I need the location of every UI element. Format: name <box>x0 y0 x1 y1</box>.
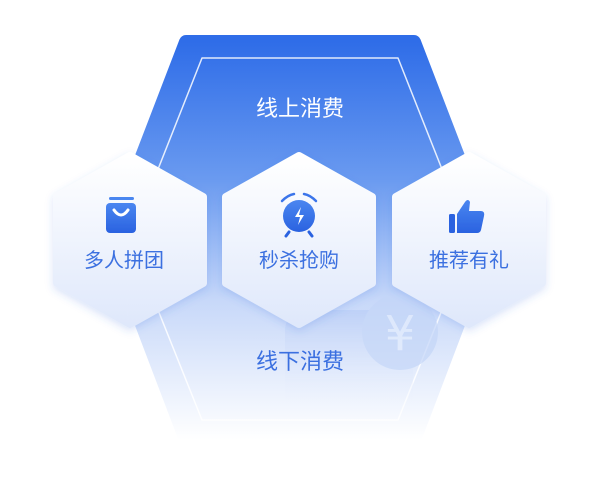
feature-flash-sale[interactable]: 秒杀抢购 <box>222 152 376 328</box>
feature-group-buy[interactable]: 多人拼团 <box>53 152 207 328</box>
feature-label: 秒杀抢购 <box>259 248 339 272</box>
feature-label: 多人拼团 <box>84 248 164 272</box>
shopping-bag-icon <box>106 197 136 233</box>
feature-referral[interactable]: 推荐有礼 <box>392 152 546 328</box>
thumbs-up-icon <box>449 200 485 233</box>
alarm-clock-icon <box>280 192 318 238</box>
coin-stack-icon: ¥ <box>285 294 438 430</box>
feature-label: 推荐有礼 <box>429 248 509 272</box>
bottom-title: 线下消费 <box>256 350 344 375</box>
top-title: 线上消费 <box>256 97 344 122</box>
coin-symbol: ¥ <box>385 306 416 362</box>
